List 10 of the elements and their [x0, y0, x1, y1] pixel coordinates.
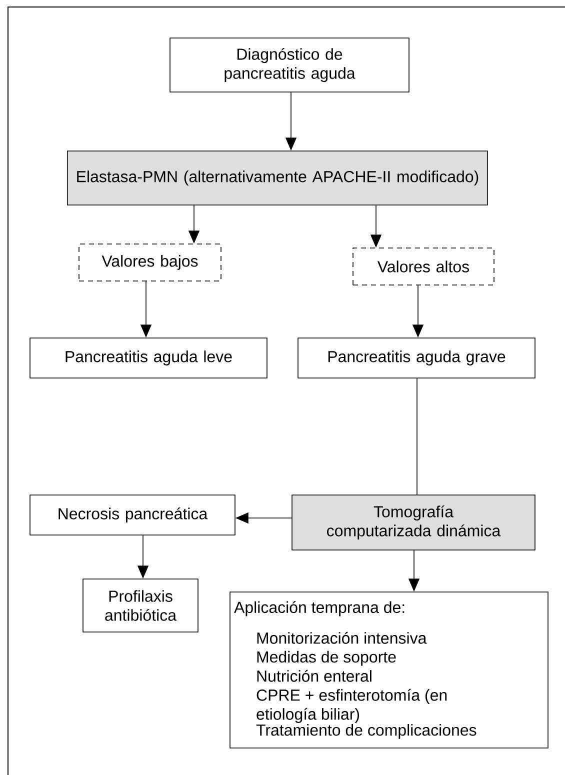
process-box: Diagnóstico de pancreatitis aguda	[170, 38, 410, 92]
treatment-box: Aplicación temprana de: Monitorización intensiva Medidas de soporte Nutrición enteral CPRE + esfinterotomía (en etiología biliar) Tratamiento de complicaciones	[230, 592, 548, 748]
result-box: Valores altos	[352, 248, 494, 286]
result-box: Valores bajos	[78, 244, 222, 282]
process-box: Necrosis pancreática	[30, 494, 236, 536]
test-box: Elastasa-PMN (alternativamente APACHE-II modificado)	[67, 150, 488, 206]
process-box: Profilaxis antibiótica	[82, 578, 198, 632]
process-box: Pancreatitis aguda grave	[298, 338, 536, 378]
process-box: Pancreatitis aguda leve	[30, 338, 268, 378]
test-box: Tomografía computarizada dinámica	[292, 494, 536, 550]
